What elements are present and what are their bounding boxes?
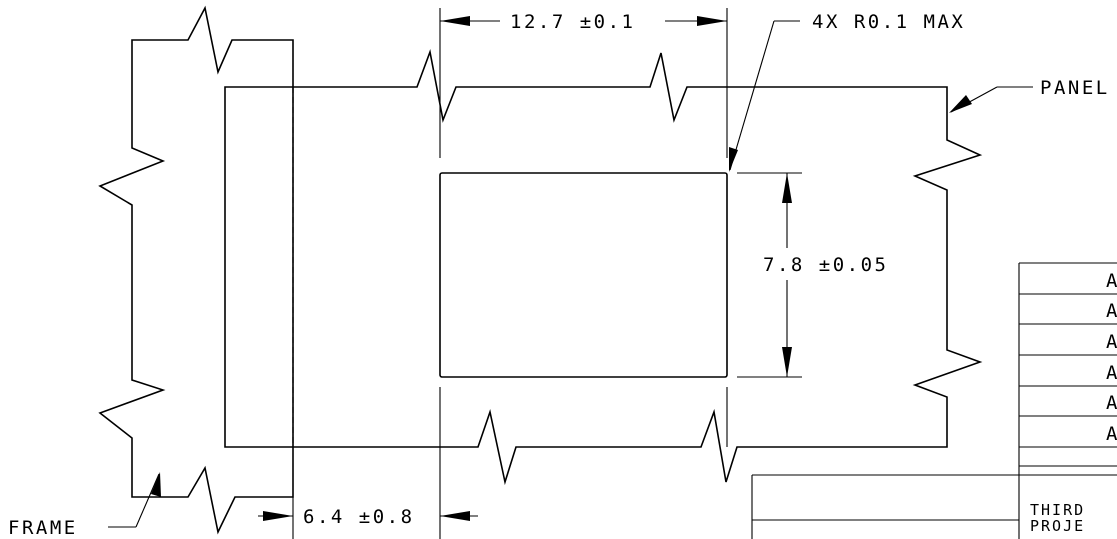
title-block-row-1: A [1106,270,1117,292]
offset-arrow-right [440,511,470,521]
width-arrow-left [440,16,470,26]
offset-arrow-left [263,511,293,521]
width-dimension-label: 12.7 ±0.1 [510,11,635,33]
height-arrow-top [782,173,792,203]
height-dimension-label: 7.8 ±0.05 [763,254,888,276]
radius-callout-label: 4X R0.1 MAX [812,11,965,33]
title-block-row-4: A [1106,362,1117,384]
panel-outline [224,49,983,486]
offset-dimension-label: 6.4 ±0.8 [303,506,415,528]
title-block-row-6: A [1106,423,1117,445]
frame-leader-diagonal [135,473,160,528]
title-block-row-5: A [1106,392,1117,414]
title-block-row-3: A [1106,331,1117,353]
frame-leader-arrow [151,472,161,497]
height-arrow-bottom [782,347,792,377]
projection-label-line1: THIRD [1030,501,1085,519]
projection-label-line2: PROJE [1030,517,1085,535]
panel-leader-arrow [949,95,972,113]
width-arrow-right [697,16,727,26]
frame-outline [98,5,294,535]
title-block-row-2: A [1106,300,1117,322]
radius-leader-diagonal [729,20,775,171]
title-block: A A A A A A THIRD PROJE [751,262,1117,539]
frame-callout-label: FRAME [8,517,78,539]
cutout-rectangle [439,172,728,378]
radius-leader-arrow [729,147,738,172]
panel-callout-label: PANEL [1040,77,1110,99]
